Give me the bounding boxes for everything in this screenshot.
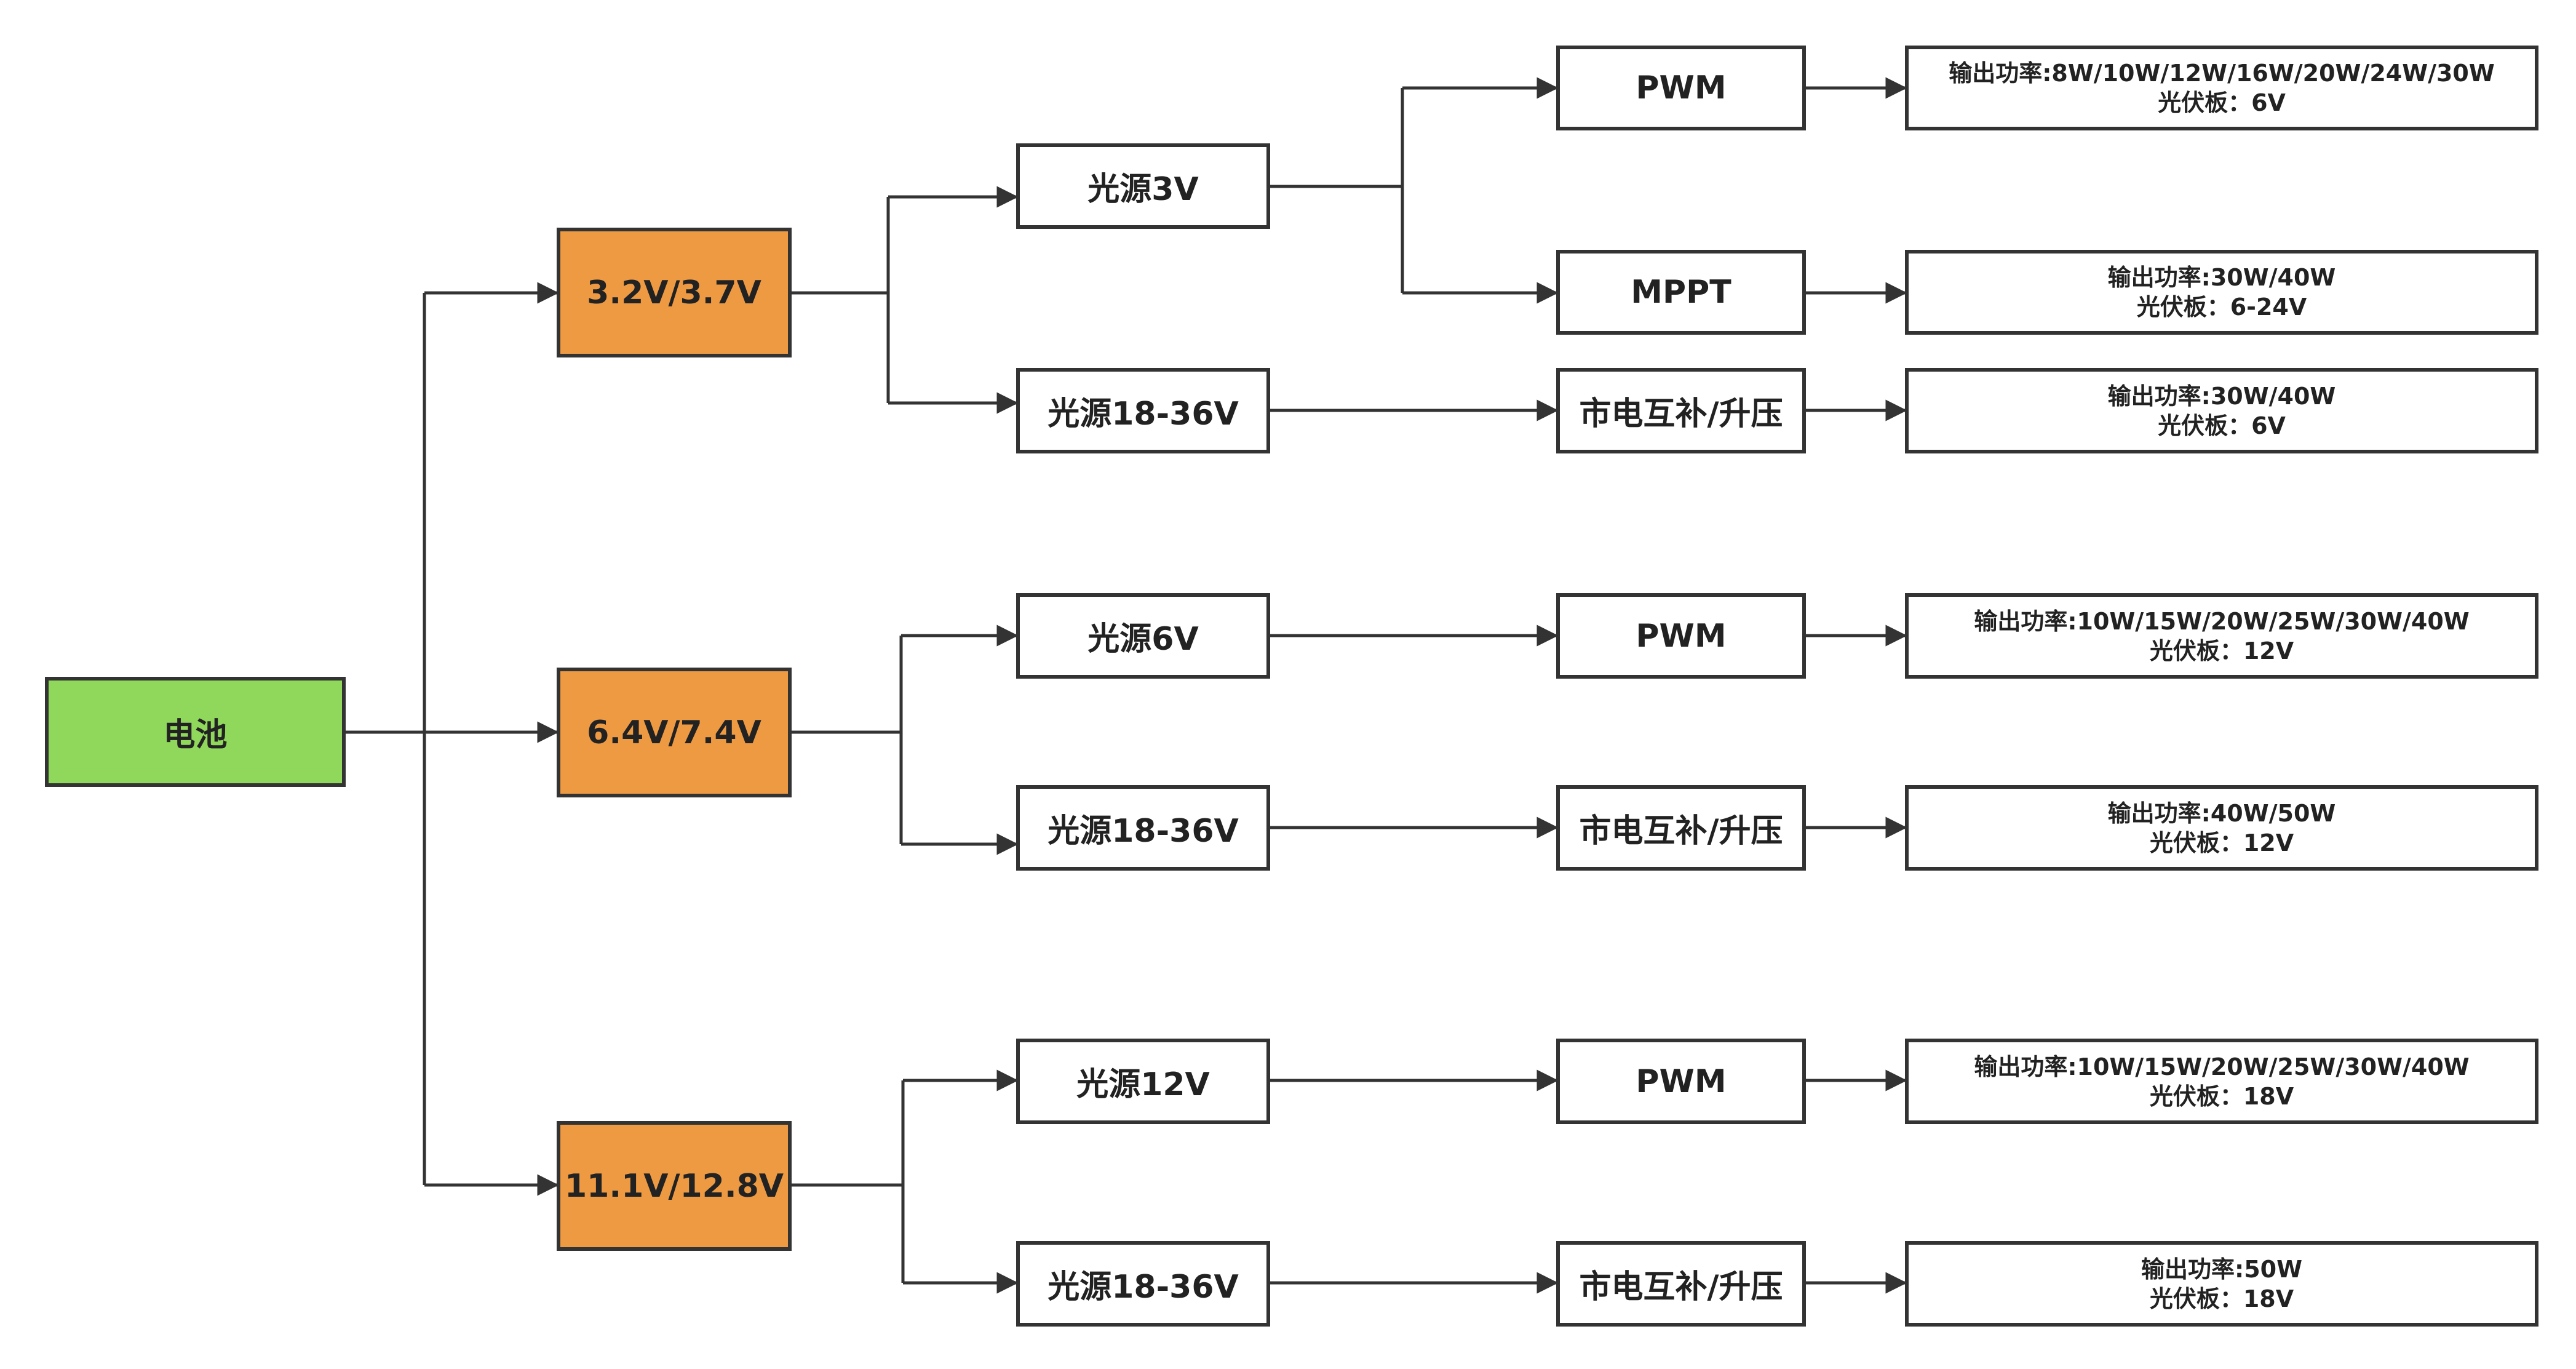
- light-source-3v[interactable]: 光源3V: [1016, 143, 1270, 229]
- spec-power: 输出功率:50W: [2141, 1255, 2302, 1283]
- spec-panel: 光伏板：6-24V: [2136, 293, 2307, 321]
- controller-hybrid-2[interactable]: 市电互补/升压: [1556, 785, 1806, 871]
- voltage-node-2[interactable]: 6.4V/7.4V: [557, 668, 792, 797]
- spec-panel: 光伏板：12V: [2149, 829, 2294, 856]
- controller-mppt[interactable]: MPPT: [1556, 250, 1806, 335]
- spec-box-1[interactable]: 输出功率:8W/10W/12W/16W/20W/24W/30W 光伏板：6V: [1905, 46, 2538, 130]
- controller-pwm-2[interactable]: PWM: [1556, 593, 1806, 679]
- spec-box-5[interactable]: 输出功率:40W/50W 光伏板：12V: [1905, 785, 2538, 871]
- light-source-6v[interactable]: 光源6V: [1016, 593, 1270, 679]
- spec-box-6[interactable]: 输出功率:10W/15W/20W/25W/30W/40W 光伏板：18V: [1905, 1039, 2538, 1124]
- spec-box-3[interactable]: 输出功率:30W/40W 光伏板：6V: [1905, 368, 2538, 453]
- spec-box-4[interactable]: 输出功率:10W/15W/20W/25W/30W/40W 光伏板：12V: [1905, 593, 2538, 679]
- light-source-18-36v-3[interactable]: 光源18-36V: [1016, 1241, 1270, 1327]
- spec-power: 输出功率:40W/50W: [2107, 799, 2336, 827]
- spec-panel: 光伏板：6V: [2158, 412, 2286, 439]
- spec-panel: 光伏板：18V: [2149, 1082, 2294, 1110]
- battery-node[interactable]: 电池: [45, 677, 346, 787]
- spec-power: 输出功率:10W/15W/20W/25W/30W/40W: [1974, 1053, 2470, 1080]
- controller-pwm-3[interactable]: PWM: [1556, 1039, 1806, 1124]
- light-source-18-36v-2[interactable]: 光源18-36V: [1016, 785, 1270, 871]
- spec-panel: 光伏板：12V: [2149, 637, 2294, 665]
- light-source-12v[interactable]: 光源12V: [1016, 1039, 1270, 1124]
- voltage-node-3[interactable]: 11.1V/12.8V: [557, 1121, 792, 1251]
- voltage-node-1[interactable]: 3.2V/3.7V: [557, 228, 792, 357]
- spec-power: 输出功率:10W/15W/20W/25W/30W/40W: [1974, 607, 2470, 635]
- spec-panel: 光伏板：6V: [2158, 89, 2286, 116]
- spec-power: 输出功率:30W/40W: [2107, 264, 2336, 291]
- controller-pwm-1[interactable]: PWM: [1556, 46, 1806, 130]
- spec-power: 输出功率:30W/40W: [2107, 382, 2336, 410]
- controller-hybrid-1[interactable]: 市电互补/升压: [1556, 368, 1806, 453]
- spec-box-2[interactable]: 输出功率:30W/40W 光伏板：6-24V: [1905, 250, 2538, 335]
- controller-hybrid-3[interactable]: 市电互补/升压: [1556, 1241, 1806, 1327]
- spec-power: 输出功率:8W/10W/12W/16W/20W/24W/30W: [1949, 60, 2495, 87]
- spec-panel: 光伏板：18V: [2149, 1285, 2294, 1312]
- light-source-18-36v-1[interactable]: 光源18-36V: [1016, 368, 1270, 453]
- spec-box-7[interactable]: 输出功率:50W 光伏板：18V: [1905, 1241, 2538, 1327]
